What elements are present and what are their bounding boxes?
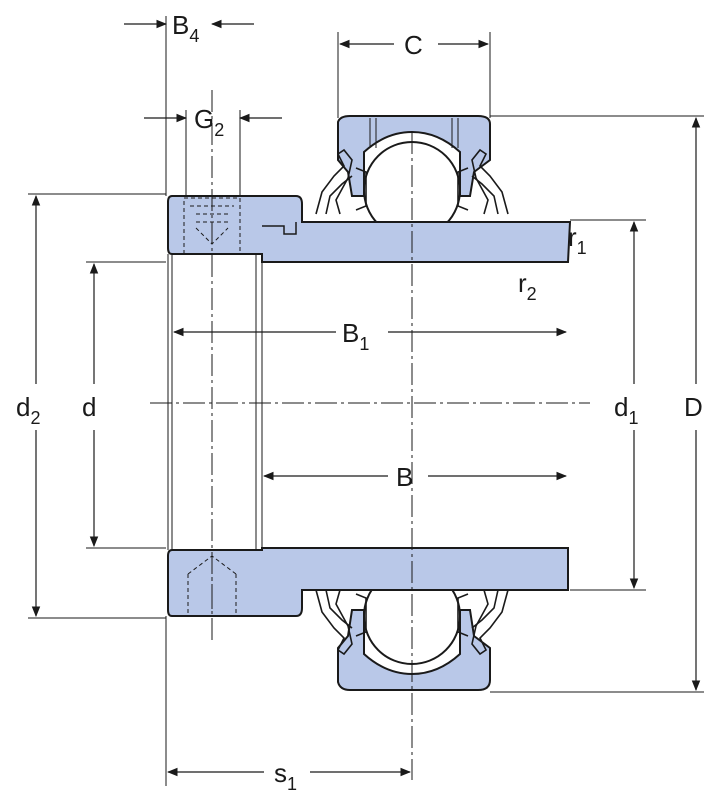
label-d1: d1 bbox=[614, 392, 638, 428]
seal-top-left bbox=[315, 148, 353, 215]
label-r1: r1 bbox=[568, 222, 587, 258]
label-s1: s1 bbox=[274, 758, 297, 794]
label-B4: B4 bbox=[172, 10, 199, 46]
label-d: d bbox=[82, 392, 96, 422]
outer-ring-top bbox=[337, 115, 491, 197]
seal-top-right bbox=[471, 148, 509, 215]
seal-bottom-left bbox=[315, 589, 353, 656]
label-G2: G2 bbox=[194, 104, 224, 140]
label-C: C bbox=[404, 30, 423, 60]
inner-ring-top bbox=[167, 195, 572, 263]
label-B: B bbox=[396, 462, 413, 492]
label-d2: d2 bbox=[16, 392, 40, 428]
label-B1: B1 bbox=[342, 318, 369, 354]
label-r2: r2 bbox=[518, 268, 537, 304]
inner-ring-bottom bbox=[167, 547, 569, 617]
seal-bottom-right bbox=[471, 589, 509, 656]
label-D: D bbox=[684, 392, 703, 422]
